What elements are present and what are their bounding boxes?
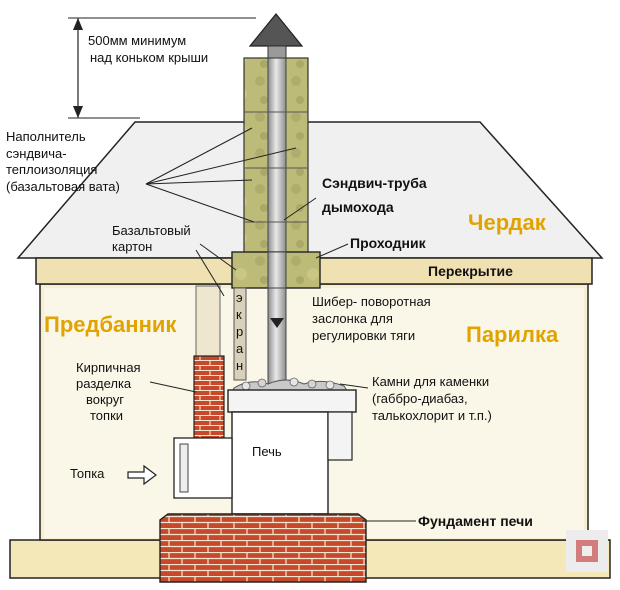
label-filler-4: (базальтовая вата) xyxy=(6,179,120,194)
room-steam: Парилка xyxy=(466,322,559,347)
label-foundation: Фундамент печи xyxy=(418,513,533,529)
label-damper-3: регулировки тяги xyxy=(312,328,415,343)
label-brick-4: топки xyxy=(90,408,123,423)
room-attic: Чердак xyxy=(468,210,547,235)
label-firebox: Топка xyxy=(70,466,105,481)
label-damper-1: Шибер- поворотная xyxy=(312,294,431,309)
metal-flue-pipe xyxy=(267,287,287,387)
label-stones-2: (габбро-диабаз, xyxy=(372,391,468,406)
label-screen-4: а xyxy=(236,341,244,356)
label-damper-2: заслонка для xyxy=(312,311,393,326)
label-ceiling: Перекрытие xyxy=(428,263,513,279)
label-brick-3: вокруг xyxy=(86,392,124,407)
label-brick-2: разделка xyxy=(76,376,132,391)
label-filler-2: сэндвича- xyxy=(6,146,67,161)
label-filler-3: теплоизоляция xyxy=(6,162,97,177)
stove-top xyxy=(227,389,357,413)
label-screen-1: э xyxy=(236,290,243,305)
label-basalt-2: картон xyxy=(112,239,152,254)
brick-partition xyxy=(193,355,225,439)
chimney-cap xyxy=(248,13,304,47)
damper-icon xyxy=(270,318,284,328)
label-sandwich-2: дымохода xyxy=(322,199,394,215)
label-filler-1: Наполнитель xyxy=(6,129,86,144)
label-screen-5: н xyxy=(236,358,243,373)
stove-foundation xyxy=(159,513,367,583)
stove-body xyxy=(231,411,329,515)
label-stones-3: талькохлорит и т.п.) xyxy=(372,408,492,423)
label-passage: Проходник xyxy=(350,235,427,251)
label-height-rule-1: 500мм минимум xyxy=(88,33,186,48)
label-height-rule-2: над коньком крыши xyxy=(90,50,208,65)
label-screen-2: к xyxy=(236,307,242,322)
label-brick-1: Кирпичная xyxy=(76,360,141,375)
label-sandwich-1: Сэндвич-труба xyxy=(322,175,427,191)
firebox-arrow-icon xyxy=(127,464,157,486)
heat-screen xyxy=(233,287,247,381)
inner-flue-pipe xyxy=(267,57,287,259)
label-stove: Печь xyxy=(252,444,282,459)
label-screen-3: р xyxy=(236,324,243,339)
label-basalt-1: Базальтовый xyxy=(112,223,191,238)
label-stones-1: Камни для каменки xyxy=(372,374,489,389)
room-dressing: Предбанник xyxy=(44,312,177,337)
